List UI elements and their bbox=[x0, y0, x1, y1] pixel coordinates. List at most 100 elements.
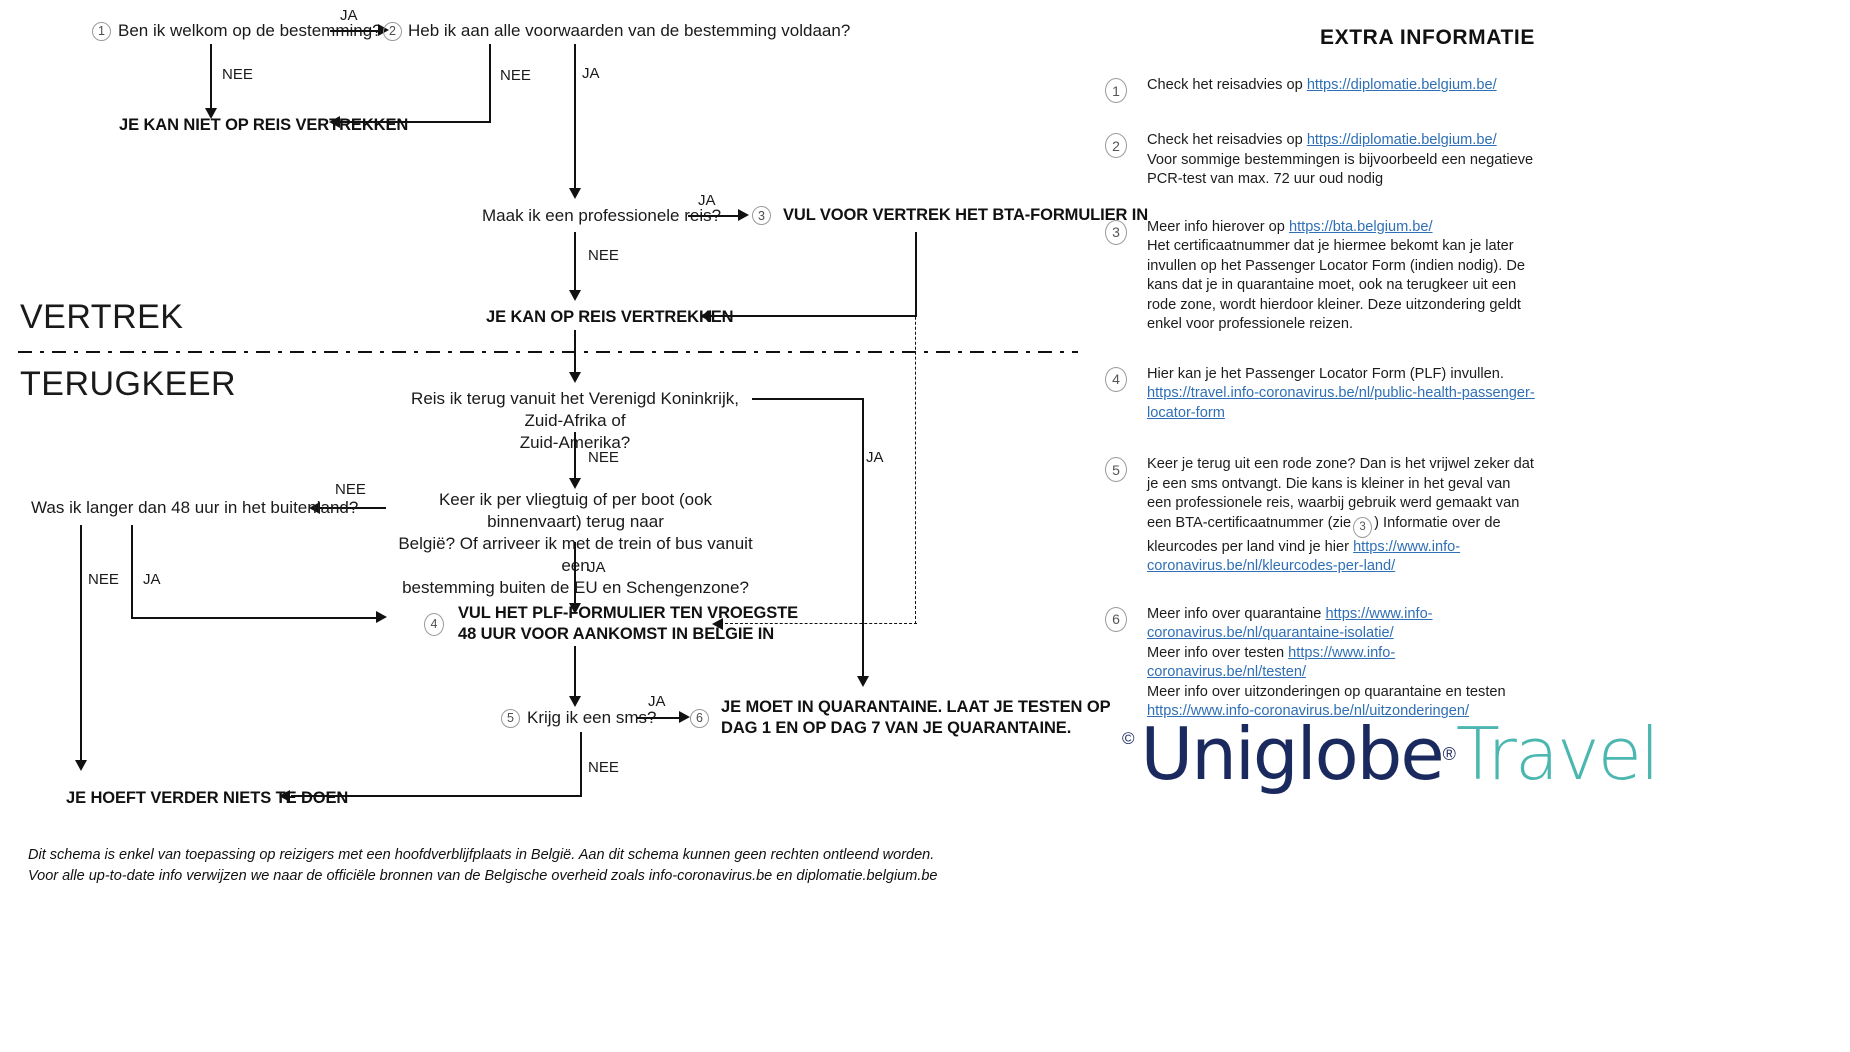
edge-q48-nee-line bbox=[80, 525, 82, 765]
edge-q48-ja-arrow bbox=[376, 611, 387, 623]
info-link[interactable]: https://diplomatie.belgium.be/ bbox=[1306, 132, 1497, 148]
edge-q3-nee-arrow bbox=[569, 290, 581, 301]
edge-label-q1-nee: NEE bbox=[222, 66, 253, 83]
info-item-text-1: Check het reisadvies op https://diplomat… bbox=[1147, 77, 1497, 93]
node-q6[interactable]: 5 Krijg ik een sms? bbox=[501, 707, 656, 729]
edge-q6-ja-arrow bbox=[679, 711, 690, 723]
edge-q3-ja-arrow bbox=[738, 209, 749, 221]
info-link[interactable]: https://www.info-coronavirus.be/nl/teste… bbox=[1147, 644, 1396, 681]
edge-q1-nee-arrow bbox=[205, 108, 217, 119]
info-link[interactable]: https://www.info-coronavirus.be/nl/uitzo… bbox=[1147, 703, 1470, 720]
info-link[interactable]: https://www.info-coronavirus.be/nl/kleur… bbox=[1147, 538, 1461, 575]
edge-q2-ja-line bbox=[574, 44, 576, 192]
node-q48-label[interactable]: Was ik langer dan 48 uur in het buitenla… bbox=[31, 498, 359, 517]
edge-bta-plf-dashed-vline bbox=[915, 232, 916, 624]
step-marker-2: 2 bbox=[383, 21, 402, 41]
edge-cantravel-q4-arrow bbox=[569, 372, 581, 383]
step-marker-5: 5 bbox=[501, 708, 520, 728]
step-marker-6: 6 bbox=[690, 708, 709, 728]
step-marker-4: 4 bbox=[424, 612, 444, 636]
info-item-text-5: Keer je terug uit een rode zone? Dan is … bbox=[1147, 456, 1534, 575]
inline-step-marker-3: 3 bbox=[1353, 516, 1373, 538]
node-quarantine-label: JE MOET IN QUARANTAINE. LAAT JE TESTEN O… bbox=[721, 697, 1111, 739]
node-q1-label: Ben ik welkom op de bestemming? bbox=[118, 21, 382, 40]
edge-plf-q6-arrow bbox=[569, 696, 581, 707]
node-q5-line1: Keer ik per vliegtuig of per boot (ook b… bbox=[438, 490, 713, 531]
section-divider bbox=[18, 351, 1078, 353]
info-item-1: 1 Check het reisadvies op https://diploma… bbox=[1105, 76, 1835, 103]
edge-label-q48-nee: NEE bbox=[88, 571, 119, 588]
edge-q48-ja-vline bbox=[131, 525, 133, 619]
node-q4[interactable]: Reis ik terug vanuit het Verenigd Konink… bbox=[395, 388, 755, 454]
section-title-terugkeer: TERUGKEER bbox=[20, 365, 237, 403]
registered-symbol: ® bbox=[1442, 743, 1456, 764]
info-link[interactable]: https://www.info-coronavirus.be/nl/quara… bbox=[1147, 605, 1433, 642]
edge-label-q5-ja: JA bbox=[588, 559, 606, 576]
edge-q3-ja-line bbox=[688, 215, 740, 217]
info-item-2: 2 Check het reisadvies op https://diploma… bbox=[1105, 131, 1835, 190]
edge-q4-ja-vline bbox=[862, 398, 864, 681]
node-quarantine[interactable]: 6 JE MOET IN QUARANTAINE. LAAT JE TESTEN… bbox=[690, 697, 1111, 739]
node-q1[interactable]: 1 Ben ik welkom op de bestemming? bbox=[92, 20, 382, 42]
edge-q2-nee-hline bbox=[340, 121, 491, 123]
edge-bta-plf-dashed-hline bbox=[725, 623, 917, 624]
edge-label-q4-nee: NEE bbox=[588, 449, 619, 466]
edge-q4-ja-hline bbox=[752, 398, 864, 400]
edge-cantravel-q4-line bbox=[574, 330, 576, 378]
edge-q5-ja-arrow bbox=[569, 603, 581, 614]
edge-q2-nee-vline bbox=[489, 44, 491, 123]
edge-q48-ja-hline bbox=[131, 617, 378, 619]
node-q6-label: Krijg ik een sms? bbox=[527, 708, 657, 727]
node-quarantine-line1: JE MOET IN QUARANTAINE. LAAT JE TESTEN O… bbox=[721, 698, 1111, 716]
node-q3-label[interactable]: Maak ik een professionele reis? bbox=[482, 206, 722, 225]
node-plf-label: VUL HET PLF-FORMULIER TEN VROEGSTE 48 UU… bbox=[458, 603, 798, 645]
edge-label-q2-nee: NEE bbox=[500, 67, 531, 84]
info-item-marker-2: 2 bbox=[1105, 133, 1127, 158]
footer-disclaimer: Dit schema is enkel van toepassing op re… bbox=[28, 845, 937, 887]
edge-label-q2-ja: JA bbox=[582, 65, 600, 82]
edge-q6-ja-line bbox=[637, 717, 681, 719]
info-link[interactable]: https://travel.info-coronavirus.be/nl/pu… bbox=[1147, 385, 1535, 421]
edge-bta-plf-arrow bbox=[712, 618, 723, 630]
edge-q3-nee-line bbox=[574, 232, 576, 294]
edge-q2-nee-arrow bbox=[329, 116, 340, 128]
info-item-marker-5: 5 bbox=[1105, 457, 1127, 482]
info-item-text-6: Meer info over quarantaine https://www.i… bbox=[1147, 605, 1506, 720]
node-bta-formulier[interactable]: 3 VUL VOOR VERTREK HET BTA-FORMULIER IN bbox=[752, 205, 1148, 226]
node-plf-formulier[interactable]: 4 VUL HET PLF-FORMULIER TEN VROEGSTE 48 … bbox=[424, 603, 798, 645]
edge-plf-q6-line bbox=[574, 646, 576, 701]
info-item-text-2: Check het reisadvies op https://diplomat… bbox=[1147, 132, 1534, 187]
edge-q6-nee-vline bbox=[580, 732, 582, 797]
edge-q1-nee-line bbox=[210, 44, 212, 112]
node-plf-line2: 48 UUR VOOR AANKOMST IN BELGIE IN bbox=[458, 625, 775, 643]
uniglobe-travel-logo: © Uniglobe ® Travel bbox=[1122, 712, 1660, 796]
node-je-hoeft-verder-niets-te-doen[interactable]: JE HOEFT VERDER NIETS TE DOEN bbox=[66, 789, 349, 807]
edge-label-q48-ja: JA bbox=[143, 571, 161, 588]
step-marker-1: 1 bbox=[92, 21, 111, 41]
edge-q6-nee-hline bbox=[291, 795, 582, 797]
info-item-marker-1: 1 bbox=[1105, 78, 1127, 103]
step-marker-3: 3 bbox=[752, 206, 771, 225]
edge-label-q3-ja: JA bbox=[698, 192, 716, 209]
edge-q48-nee-arrow bbox=[75, 760, 87, 771]
node-q2[interactable]: 2 Heb ik aan alle voorwaarden van de bes… bbox=[383, 20, 850, 42]
edge-q5-nee-arrow bbox=[309, 502, 320, 514]
info-item-text-4: Hier kan je het Passenger Locator Form (… bbox=[1147, 365, 1535, 421]
footer-line-1: Dit schema is enkel van toepassing op re… bbox=[28, 847, 935, 863]
edge-label-q1-q2: JA bbox=[340, 7, 358, 24]
node-q4-line1: Reis ik terug vanuit het Verenigd Konink… bbox=[411, 389, 739, 430]
edge-q1-q2-line bbox=[330, 30, 378, 32]
section-title-vertrek: VERTREK bbox=[20, 298, 184, 336]
edge-q5-ja-line bbox=[574, 542, 576, 608]
node-je-kan-niet-op-reis-vertrekken[interactable]: JE KAN NIET OP REIS VERTREKKEN bbox=[119, 116, 409, 134]
panel-title: EXTRA INFORMATIE bbox=[1320, 26, 1535, 49]
node-je-kan-op-reis-vertrekken[interactable]: JE KAN OP REIS VERTREKKEN bbox=[486, 308, 734, 326]
info-item-5: 5 Keer je terug uit een rode zone? Dan is… bbox=[1105, 455, 1835, 577]
info-link[interactable]: https://bta.belgium.be/ bbox=[1288, 218, 1433, 235]
info-link[interactable]: https://diplomatie.belgium.be/ bbox=[1306, 77, 1497, 93]
edge-q4-nee-arrow bbox=[569, 478, 581, 489]
node-quarantine-line2: DAG 1 EN OP DAG 7 VAN JE QUARANTAINE. bbox=[721, 719, 1072, 737]
